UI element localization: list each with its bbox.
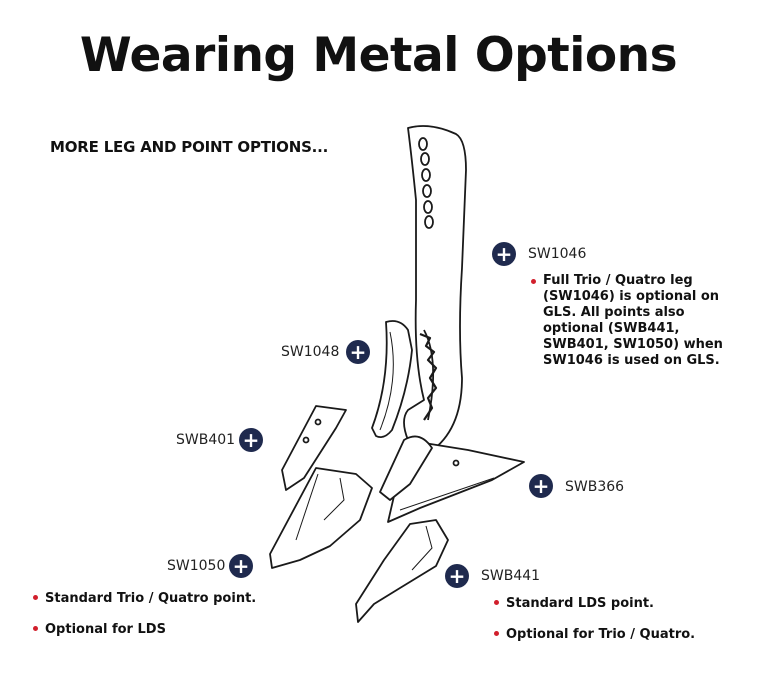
- part-swb441: [355, 519, 449, 623]
- sw1048-expand-button[interactable]: +: [346, 340, 370, 364]
- swb401-code: SWB401: [176, 432, 236, 448]
- bullet-dot: [494, 631, 499, 636]
- sw1046-code: SW1046: [528, 246, 587, 262]
- part-sw1050: [269, 467, 373, 569]
- sw1050-bullet-2-text: Optional for LDS: [45, 622, 166, 637]
- swb441-bullet-2: Optional for Trio / Quatro.: [494, 627, 695, 642]
- part-swb401: [281, 405, 347, 491]
- swb441-expand-button[interactable]: +: [445, 564, 469, 588]
- page-subtitle: MORE LEG AND POINT OPTIONS...: [50, 138, 329, 156]
- sw1050-code: SW1050: [167, 558, 226, 574]
- swb441-bullet-1-text: Standard LDS point.: [506, 596, 654, 611]
- sw1048-code: SW1048: [281, 344, 340, 360]
- bullet-dot: [531, 279, 536, 284]
- swb441-bullet-2-text: Optional for Trio / Quatro.: [506, 627, 696, 642]
- bullet-dot: [494, 600, 499, 605]
- sw1050-bullet-1-text: Standard Trio / Quatro point.: [45, 591, 257, 606]
- sw1050-bullet-1: Standard Trio / Quatro point.: [33, 591, 256, 606]
- leg-sw1046: [403, 125, 467, 453]
- sw1050-expand-button[interactable]: +: [229, 554, 253, 578]
- bullet-dot: [33, 626, 38, 631]
- bullet-dot: [33, 595, 38, 600]
- swb401-expand-button[interactable]: +: [239, 428, 263, 452]
- sw1046-note: Full Trio / Quatro leg (SW1046) is optio…: [531, 273, 743, 369]
- leg-bolt-holes: [418, 137, 434, 229]
- swb366-expand-button[interactable]: +: [529, 474, 553, 498]
- part-sw1048: [371, 320, 413, 439]
- page-title: Wearing Metal Options: [79, 28, 678, 83]
- sw1046-note-text: Full Trio / Quatro leg (SW1046) is optio…: [543, 273, 723, 368]
- sw1046-expand-button[interactable]: +: [492, 242, 516, 266]
- sw1050-bullet-2: Optional for LDS: [33, 622, 166, 637]
- swb366-code: SWB366: [565, 479, 625, 495]
- swb441-code: SWB441: [481, 568, 541, 584]
- swb441-bullet-1: Standard LDS point.: [494, 596, 654, 611]
